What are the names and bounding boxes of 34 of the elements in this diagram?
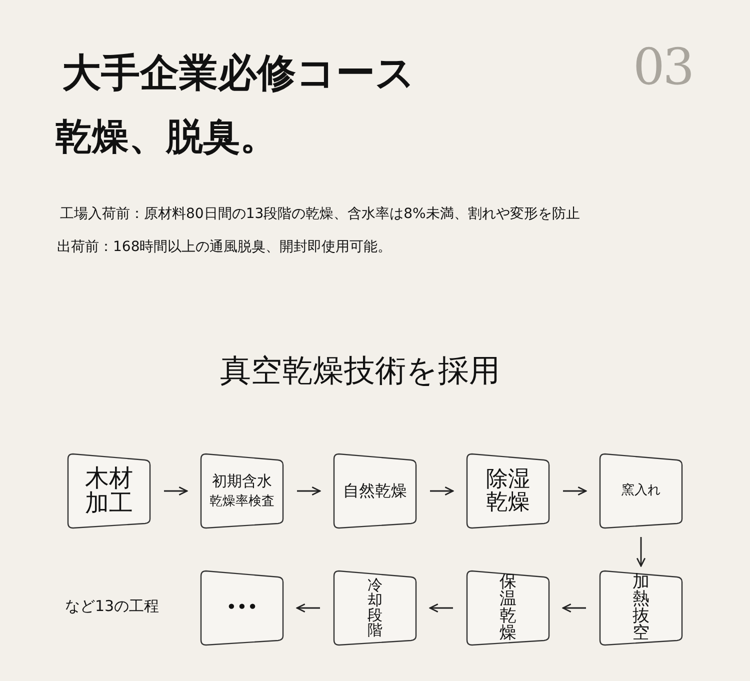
subtitle: 乾燥、脱臭。 — [55, 114, 277, 160]
description-text: 工場入荷前：原材料80日間の13段階の乾燥、含水率は8%未満、割れや変形を防止 — [60, 205, 580, 223]
step-label: 初期含水 — [212, 474, 272, 490]
arrow — [430, 486, 454, 496]
arrow — [636, 537, 646, 567]
note-text: など13の工程 — [65, 597, 160, 616]
arrow — [297, 486, 321, 496]
description-text: 出荷前：168時間以上の通風脱臭、開封即使用可能。 — [57, 238, 392, 256]
step-label: 乾燥率検査 — [210, 494, 274, 508]
step-label: 加熱抜空 — [632, 574, 650, 642]
section-heading: 真空乾燥技術を採用 — [220, 352, 500, 391]
step-box — [200, 453, 284, 529]
step-box — [333, 570, 417, 646]
title: 大手企業必修コース — [62, 50, 415, 98]
arrow — [296, 603, 320, 613]
step-box — [67, 453, 151, 529]
arrow — [563, 486, 587, 496]
step-label: 除湿乾燥 — [485, 468, 531, 514]
page-number: 03 — [633, 38, 693, 96]
step-label: ••• — [226, 598, 258, 618]
step-box — [599, 453, 683, 529]
step-box — [200, 570, 284, 646]
step-box — [466, 453, 550, 529]
step-label: 保温乾燥 — [499, 574, 517, 642]
step-box — [333, 453, 417, 529]
arrow — [164, 486, 188, 496]
arrow — [562, 603, 586, 613]
arrow — [429, 603, 453, 613]
step-label: 窯入れ — [622, 484, 660, 498]
step-label: 木材加工 — [84, 466, 134, 516]
step-box — [599, 570, 683, 646]
step-label: 冷却段階 — [367, 578, 383, 638]
step-box — [466, 570, 550, 646]
step-label: 自然乾燥 — [343, 482, 407, 500]
